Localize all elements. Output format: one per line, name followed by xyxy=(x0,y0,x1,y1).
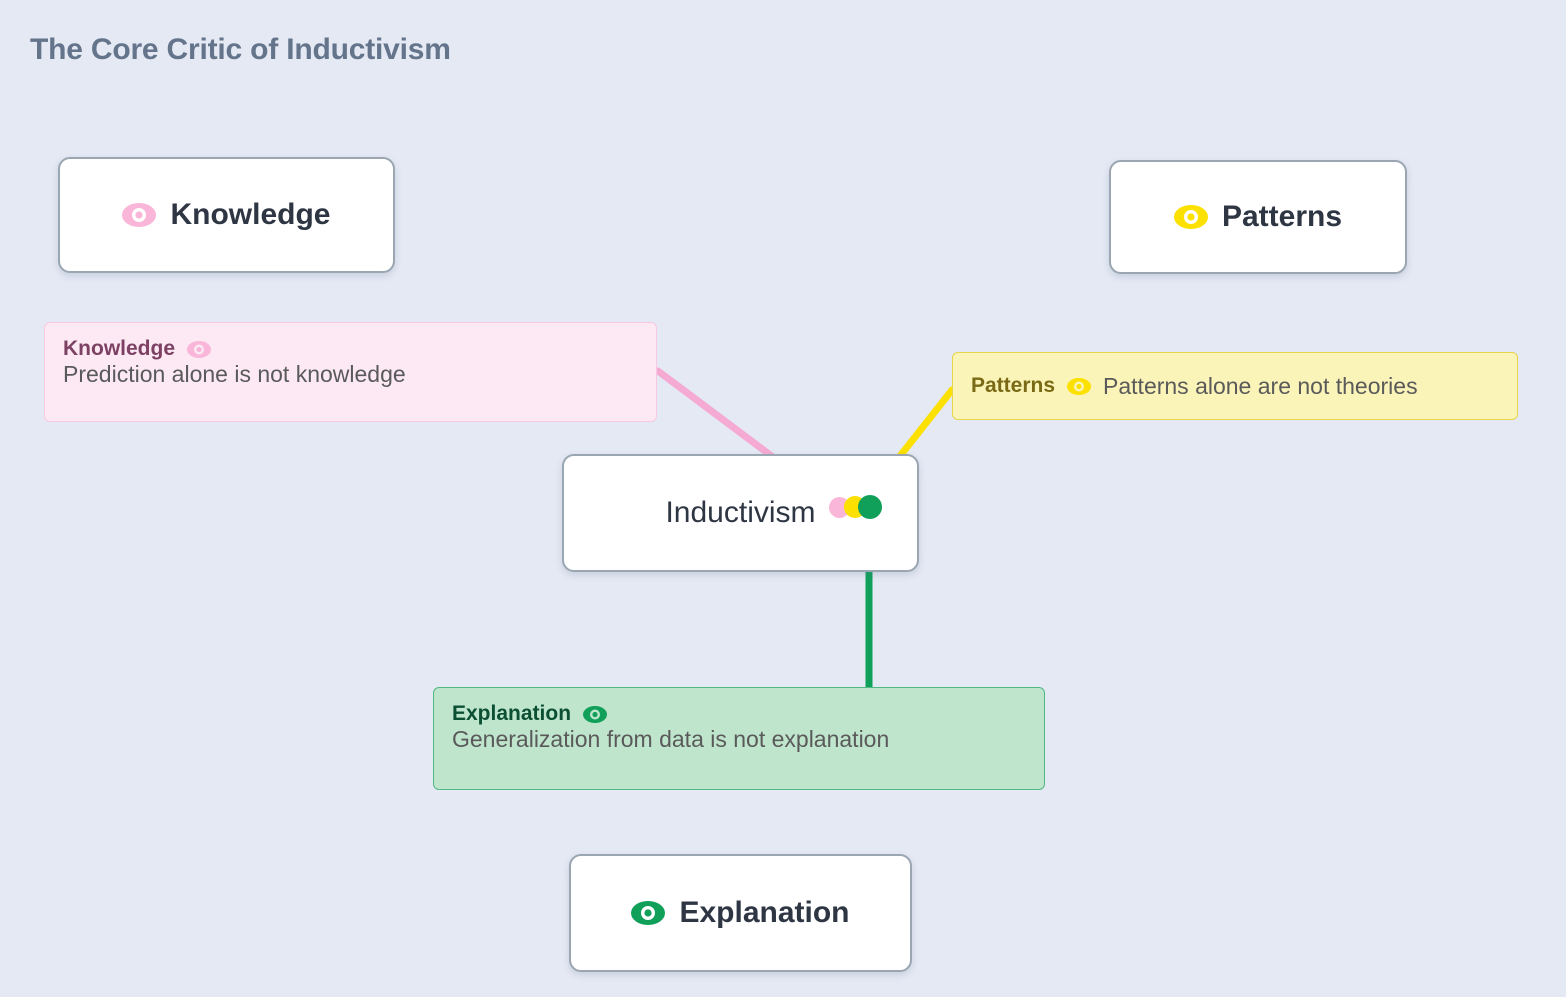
connector-dot-explanation[interactable] xyxy=(858,495,882,519)
node-knowledge-label: Knowledge xyxy=(170,198,331,231)
node-explanation-content: Explanation xyxy=(631,896,850,930)
annotation-explanation-header: Explanation xyxy=(452,702,1026,726)
eye-icon xyxy=(1067,377,1092,395)
annotation-patterns-title: Patterns xyxy=(971,374,1056,397)
annotation-patterns[interactable]: Patterns Patterns alone are not theories xyxy=(952,352,1518,420)
annotation-patterns-header: Patterns Patterns alone are not theories xyxy=(971,373,1418,400)
node-patterns-label: Patterns xyxy=(1221,200,1343,233)
node-patterns-content: Patterns xyxy=(1173,200,1343,234)
annotation-explanation[interactable]: Explanation Generalization from data is … xyxy=(433,687,1045,790)
annotation-knowledge-title: Knowledge xyxy=(63,337,176,360)
eye-icon xyxy=(187,340,212,358)
annotation-explanation-text: Generalization from data is not explanat… xyxy=(452,726,890,752)
eye-icon xyxy=(583,705,608,723)
node-inductivism[interactable]: Inductivism xyxy=(562,454,919,572)
node-patterns[interactable]: Patterns xyxy=(1109,160,1407,274)
node-explanation-label: Explanation xyxy=(679,896,850,929)
annotation-knowledge-text: Prediction alone is not knowledge xyxy=(63,361,406,387)
annotation-patterns-text: Patterns alone are not theories xyxy=(1103,372,1418,399)
page-title: The Core Critic of Inductivism xyxy=(30,33,451,66)
annotation-knowledge[interactable]: Knowledge Prediction alone is not knowle… xyxy=(44,322,657,422)
eye-icon xyxy=(122,203,157,227)
node-knowledge-content: Knowledge xyxy=(122,198,331,232)
annotation-explanation-title: Explanation xyxy=(452,702,572,725)
eye-icon xyxy=(631,901,666,925)
node-explanation[interactable]: Explanation xyxy=(569,854,912,972)
node-knowledge[interactable]: Knowledge xyxy=(58,157,395,273)
eye-icon xyxy=(1173,205,1208,229)
node-inductivism-content: Inductivism xyxy=(665,496,815,530)
node-inductivism-label: Inductivism xyxy=(665,496,816,529)
annotation-knowledge-header: Knowledge xyxy=(63,337,638,361)
